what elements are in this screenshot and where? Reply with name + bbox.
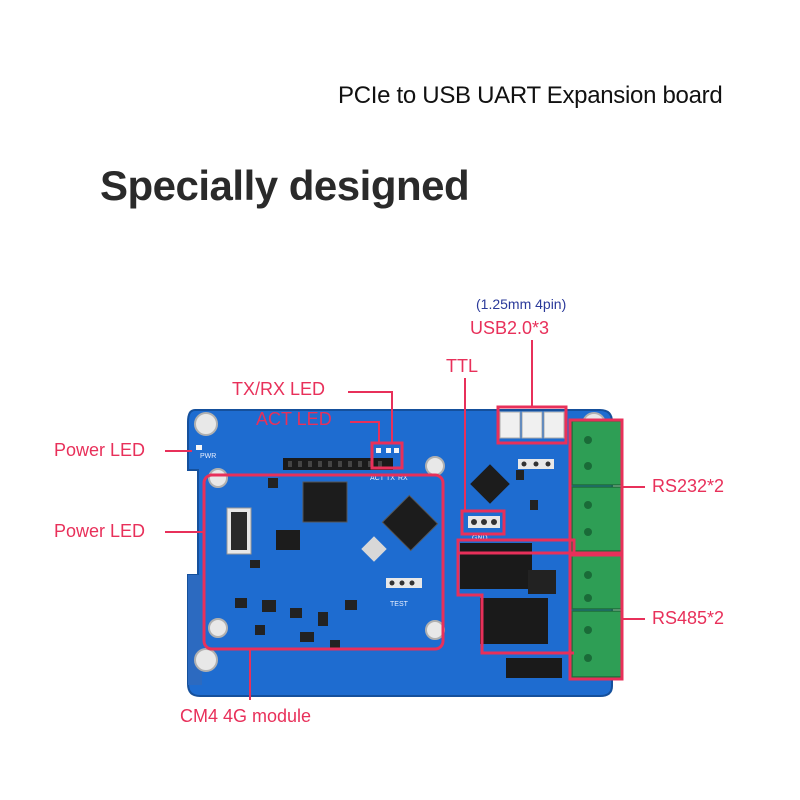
txrx-led-label: TX/RX LED (232, 379, 326, 399)
power-led-label-1: Power LED (54, 440, 146, 460)
usb-note-label: (1.25mm 4pin) (476, 296, 567, 312)
silk-pwr: PWR (200, 453, 216, 460)
page-subtitle: PCIe to USB UART Expansion board (338, 82, 723, 109)
power-led-label-2: Power LED (54, 521, 146, 541)
rs232-label: RS232*2 (652, 476, 725, 496)
txrx-leader (348, 391, 393, 443)
act-led-label: ACT LED (256, 409, 332, 429)
silk-tx: TX (386, 475, 395, 482)
cm4-module-outline (202, 473, 445, 651)
usb-label: USB2.0*3 (470, 318, 550, 338)
silk-act: ACT (370, 475, 385, 482)
rs485-outline (568, 553, 624, 681)
cm4-module-label: CM4 4G module (180, 706, 312, 726)
led-outline (370, 441, 404, 470)
ttl-outline (460, 509, 506, 536)
ttl-label: TTL (446, 356, 479, 376)
silk-test: TEST (390, 601, 409, 608)
terminal-blocks (571, 420, 623, 678)
act-leader (350, 421, 380, 443)
page-headline: Specially designed (100, 162, 470, 209)
silk-rx: RX (398, 475, 408, 482)
rs485-bracket (456, 540, 574, 655)
rs485-label: RS485*2 (652, 608, 725, 628)
